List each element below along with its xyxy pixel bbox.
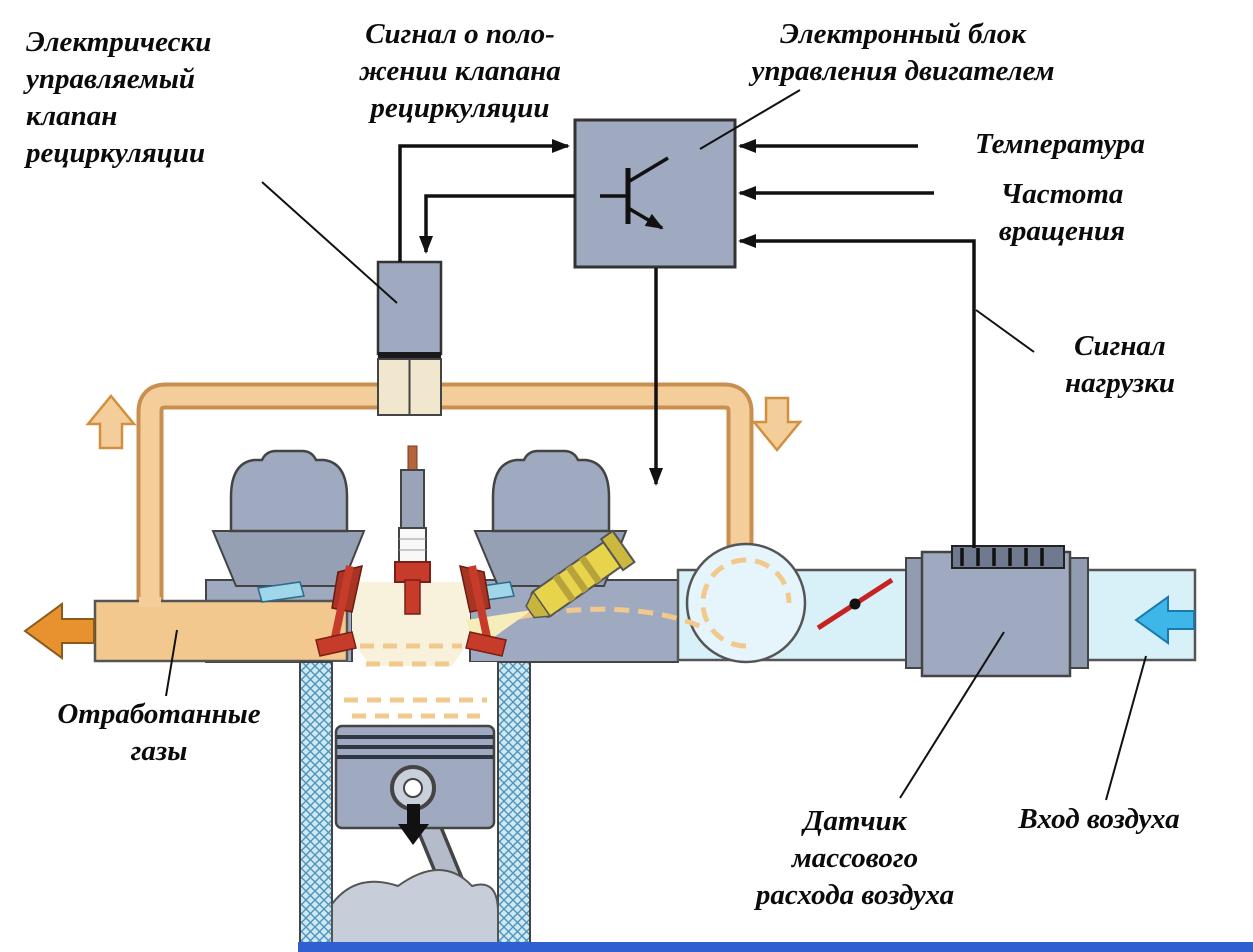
label-exhaust-gases: Отработанные газы — [57, 698, 261, 768]
label-rpm: Частота вращения — [998, 178, 1126, 248]
label-load-signal: Сигнал нагрузки — [1064, 330, 1176, 400]
exhaust-valve — [315, 564, 363, 657]
label-maf-sensor: Датчик массового расхода воздуха — [755, 805, 955, 912]
crankcase — [331, 869, 499, 952]
label-temperature: Температура — [974, 128, 1145, 160]
chamber-flow-dashes — [344, 643, 487, 719]
label-air-inlet: Вход воздуха — [1018, 803, 1180, 835]
label-valve-position-signal: Сигнал о поло- жении клапана рециркуляци… — [359, 18, 561, 125]
fuel-injector — [525, 529, 636, 619]
valve-position-signal-line — [398, 139, 570, 262]
label-ecu: Электронный блок управления двигателем — [751, 18, 1055, 88]
piston-motion-arrow-icon — [398, 804, 429, 845]
throttle-valve — [816, 577, 894, 631]
egr-pipe — [136, 382, 754, 648]
air-inlet-arrow-icon — [1134, 595, 1195, 645]
egr-up-arrow-icon — [85, 394, 137, 450]
left-rocker-cover — [229, 449, 349, 533]
exhaust-pipe — [93, 597, 349, 663]
label-egr-valve: Электрически управляемый клапан рециркул… — [26, 26, 212, 170]
pipe-junction — [139, 597, 161, 607]
load-signal-line — [738, 234, 976, 548]
engine — [23, 445, 1197, 952]
transistor-icon — [600, 156, 669, 230]
bottom-blue-line — [298, 942, 1253, 952]
right-rocker-cover — [491, 449, 611, 533]
exhaust-out-arrow-icon — [23, 602, 95, 660]
pointer-lines — [165, 89, 1147, 801]
intake-valve — [459, 564, 507, 657]
signal-lines — [398, 139, 976, 548]
piston — [334, 724, 496, 830]
egr-down-arrow-icon — [751, 396, 803, 452]
ecu-to-valve-line — [419, 194, 575, 254]
maf-sensor — [905, 545, 1089, 678]
spark-plug — [394, 445, 431, 615]
egr-valve — [376, 260, 443, 416]
